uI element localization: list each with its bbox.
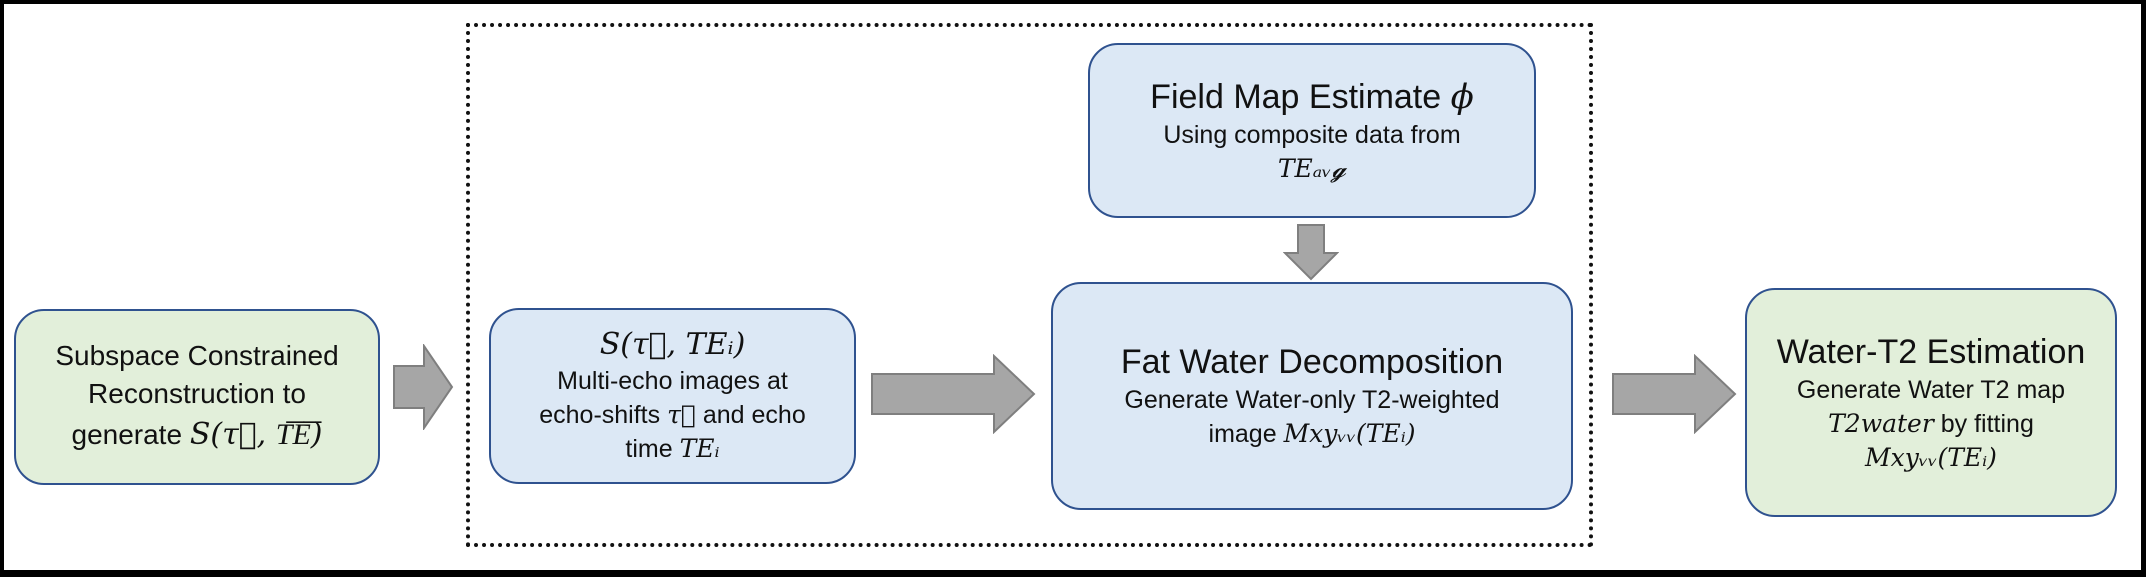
water-t2-line-2-math: T2water <box>1828 408 1934 438</box>
multi-echo-box: S(τ⃗, TEᵢ) Multi-echo images at echo-shi… <box>489 308 856 484</box>
field-map-box: Field Map Estimate ϕ Using composite dat… <box>1088 43 1536 218</box>
subspace-line-3-text: generate <box>71 419 190 450</box>
right-arrow-icon <box>871 354 1036 434</box>
dashed-group-frame <box>466 23 1593 547</box>
fat-water-line-2: image Mxyᵥᵥ(TEᵢ) <box>1209 417 1416 451</box>
field-map-title-text: Field Map Estimate <box>1150 77 1451 116</box>
water-t2-box: Water-T2 Estimation Generate Water T2 ma… <box>1745 288 2117 517</box>
water-t2-line-3: Mxyᵥᵥ(TEᵢ) <box>1865 442 1997 472</box>
down-arrow-icon <box>1283 224 1339 281</box>
right-arrow-icon <box>393 344 454 430</box>
fat-water-line-1: Generate Water-only T2-weighted <box>1124 386 1500 414</box>
diagram-canvas: Subspace Constrained Reconstruction to g… <box>4 4 2141 570</box>
multi-echo-line-3: time TEᵢ <box>625 432 719 466</box>
multi-echo-line-2-text2: and echo <box>695 401 806 429</box>
fat-water-title: Fat Water Decomposition <box>1120 343 1504 381</box>
subspace-reconstruction-box: Subspace Constrained Reconstruction to g… <box>14 309 380 485</box>
subspace-line-1: Subspace Constrained <box>55 340 339 371</box>
subspace-line-2: Reconstruction to <box>88 378 306 409</box>
right-arrow-icon <box>1612 354 1737 434</box>
field-map-title: Field Map Estimate ϕ <box>1150 76 1474 118</box>
water-t2-line-2: T2water by fitting <box>1828 407 2034 441</box>
fat-water-line-2-math: Mxyᵥᵥ(TEᵢ) <box>1283 419 1416 448</box>
multi-echo-line-3-math: TEᵢ <box>679 434 720 463</box>
multi-echo-line-3-text: time <box>625 435 680 463</box>
multi-echo-line-1: Multi-echo images at <box>557 367 788 395</box>
multi-echo-title: S(τ⃗, TEᵢ) <box>599 327 746 362</box>
multi-echo-line-2-math: τ⃗ <box>667 400 696 429</box>
field-map-line-1: Using composite data from <box>1163 120 1461 149</box>
multi-echo-line-2-text: echo-shifts <box>539 401 668 429</box>
water-t2-title: Water-T2 Estimation <box>1776 332 2086 371</box>
water-t2-line-1: Generate Water T2 map <box>1796 375 2066 404</box>
subspace-line-3-math: S(τ⃗, T͞E͞) <box>189 417 323 452</box>
field-map-line-2: TEₐᵥ𝓰 <box>1277 153 1347 183</box>
water-t2-line-2-text: by fitting <box>1933 409 2034 438</box>
subspace-line-3: generate S(τ⃗, T͞E͞) <box>72 413 323 457</box>
fat-water-box: Fat Water Decomposition Generate Water-o… <box>1051 282 1573 510</box>
field-map-title-math: ϕ <box>1450 76 1474 117</box>
multi-echo-line-2: echo-shifts τ⃗ and echo <box>539 398 806 432</box>
fat-water-line-2-text: image <box>1208 420 1284 448</box>
